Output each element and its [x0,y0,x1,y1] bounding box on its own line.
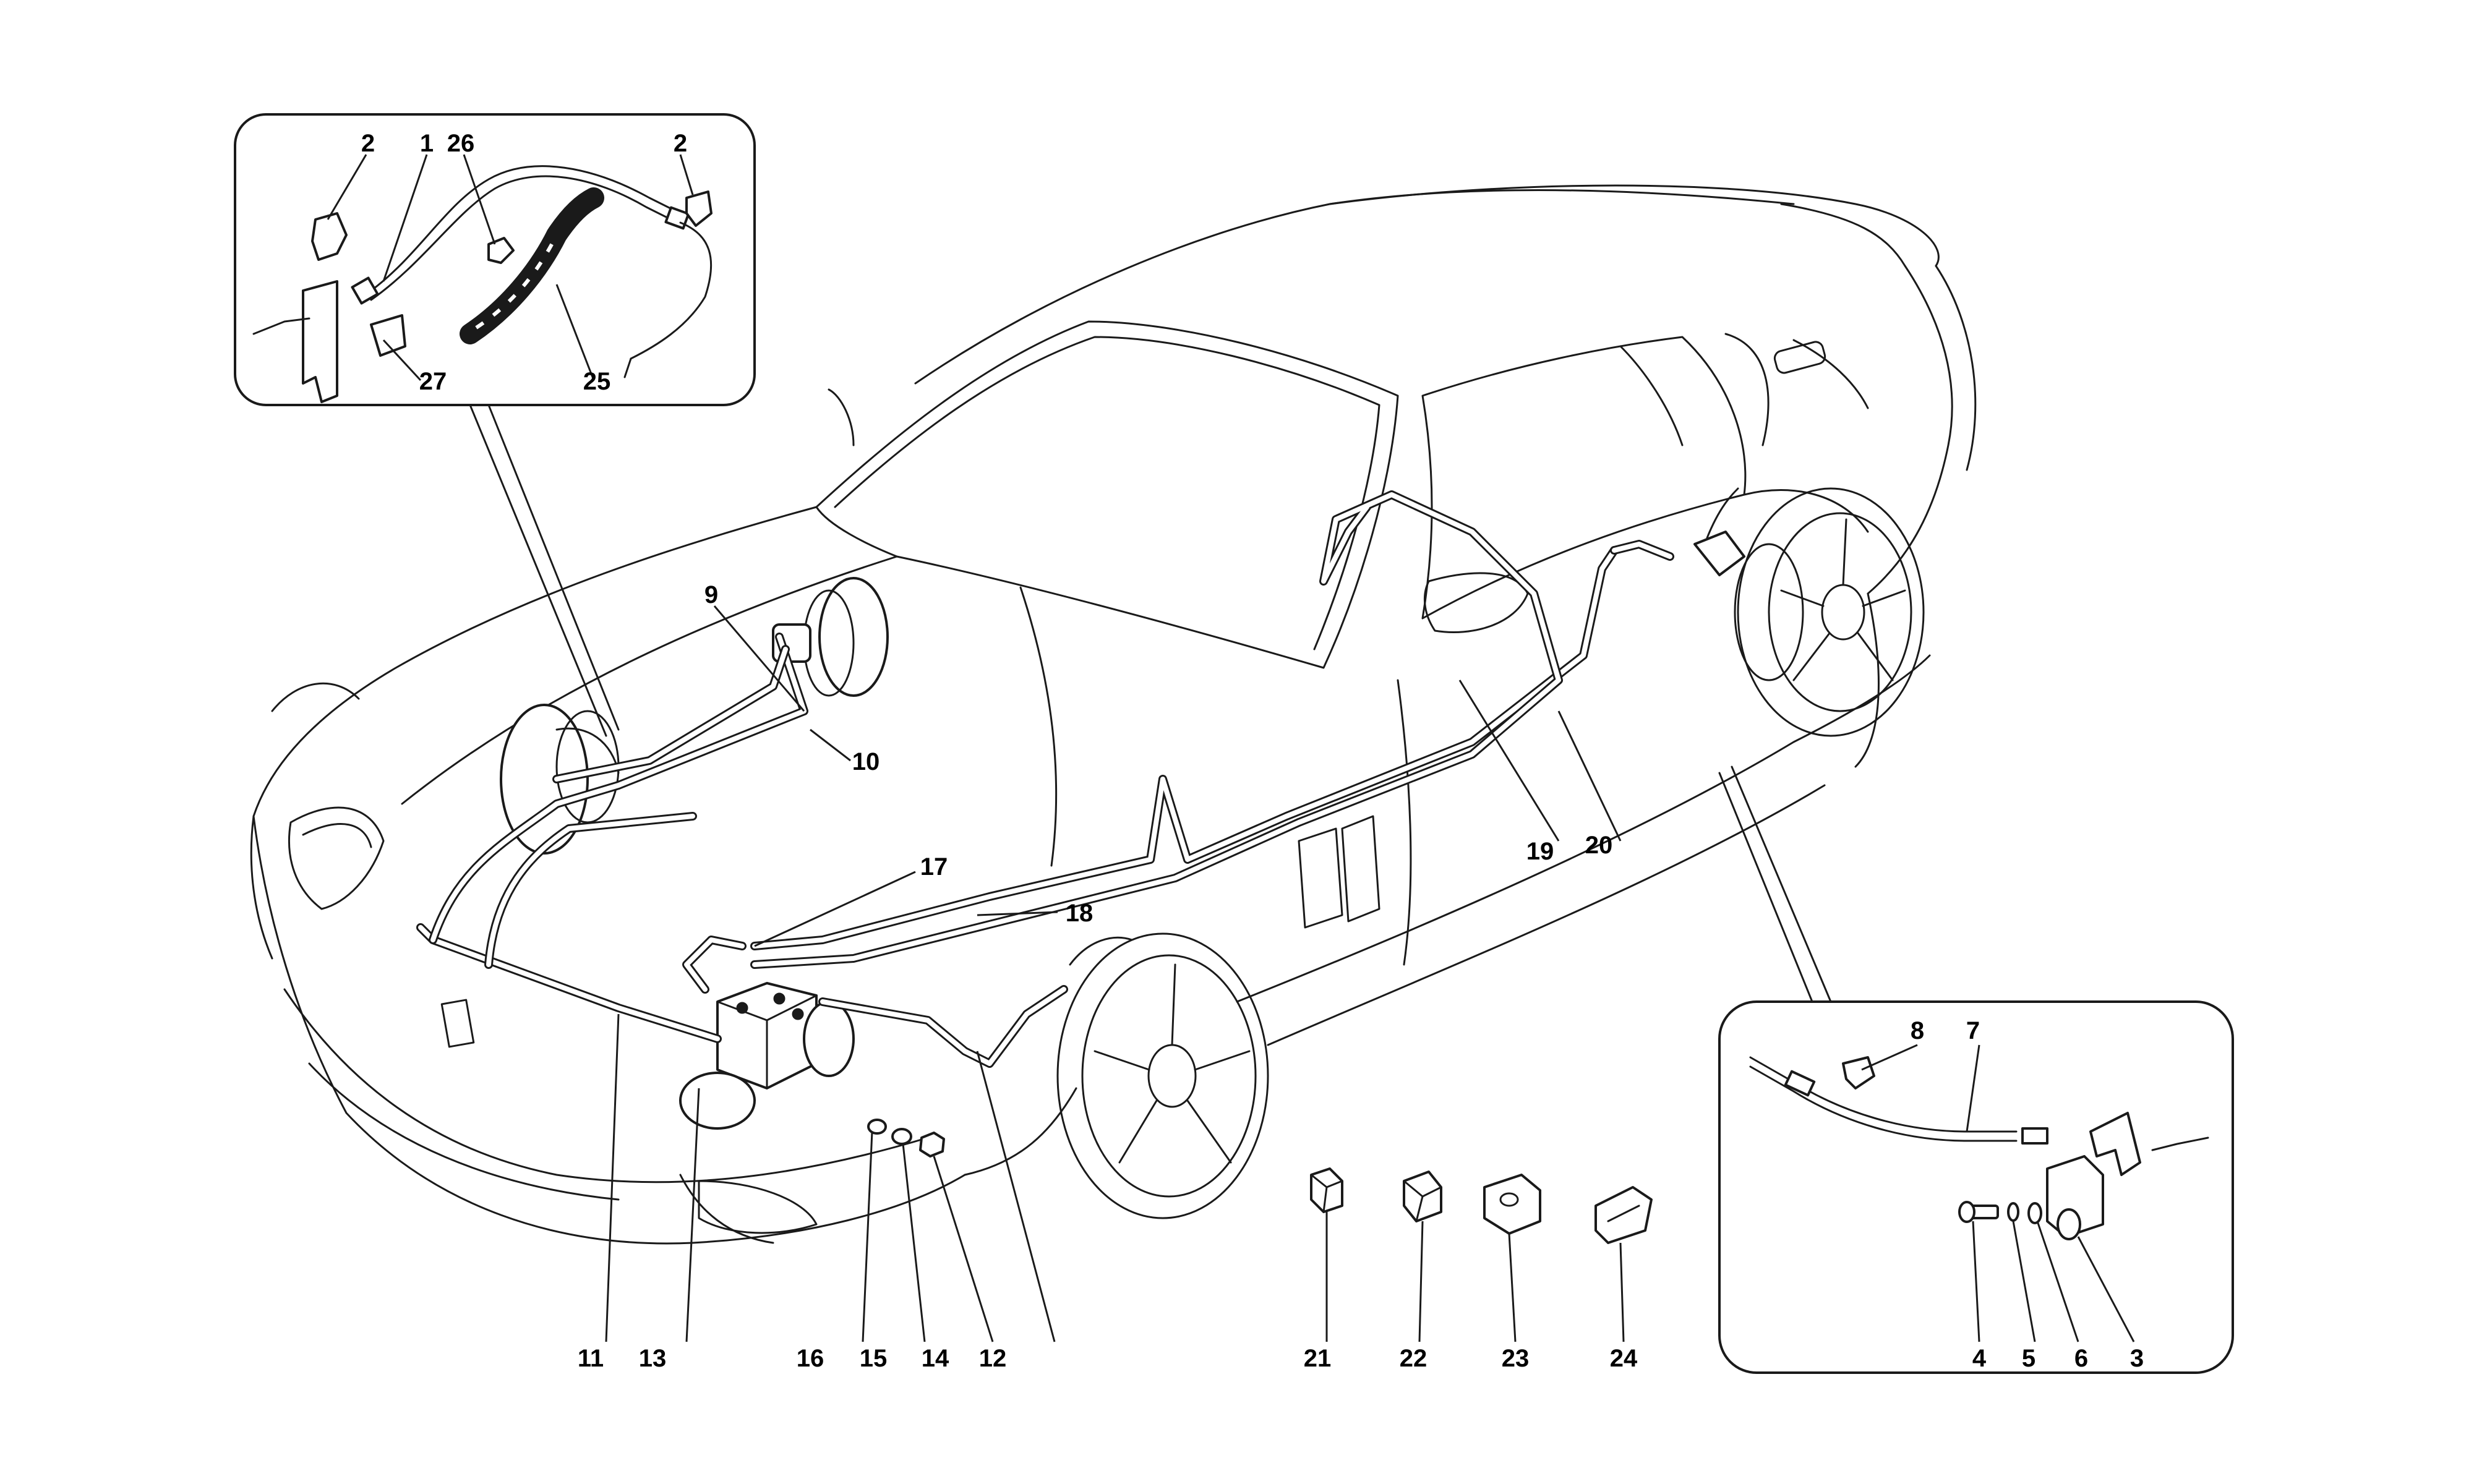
clip-23 [1483,1174,1541,1235]
clip-22 [1403,1171,1442,1222]
brake-pipe-network [416,490,1674,1068]
callout-15: 15 [860,1345,888,1372]
inset-rear-flexible-hose [1718,765,2234,1374]
front-wheel [1056,932,1269,1219]
callout-9: 9 [704,581,718,608]
callout-13: 13 [639,1345,667,1372]
callout-10: 10 [852,748,880,775]
callout-23: 23 [1502,1345,1530,1372]
callout-11: 11 [578,1345,604,1372]
clip-21 [1310,1167,1343,1213]
callout-26: 26 [447,130,475,157]
callout-12: 12 [979,1345,1007,1372]
leader-lines [327,154,2135,1342]
callout-1: 1 [420,130,434,157]
callout-4: 4 [1972,1345,1987,1372]
callout-5: 5 [2022,1345,2035,1372]
callout-7: 7 [1966,1017,1980,1044]
callout-19: 19 [1526,838,1554,865]
callout-27: 27 [419,368,447,395]
callout-17: 17 [920,853,948,881]
callout-2-left: 2 [361,130,375,157]
callout-24: 24 [1610,1345,1638,1372]
callout-18: 18 [1066,900,1094,927]
callout-labels: 2 1 26 2 27 25 9 10 17 18 19 20 11 13 16… [361,130,2144,1372]
clip-24 [1594,1186,1653,1244]
callout-20: 20 [1585,832,1613,859]
callout-14: 14 [922,1345,949,1372]
abs-fasteners [867,1119,945,1158]
callout-22: 22 [1400,1345,1427,1372]
callout-25: 25 [583,368,611,395]
rear-wheel [1734,487,1925,737]
inset-front-flexible-hose [234,113,756,737]
callout-21: 21 [1304,1345,1332,1372]
callout-2-right: 2 [674,130,687,157]
callout-3: 3 [2130,1345,2144,1372]
rear-brake-assembly [1693,487,1745,576]
callout-16: 16 [797,1345,824,1372]
callout-8: 8 [1911,1017,1924,1044]
callout-6: 6 [2074,1345,2088,1372]
car-body-outline [250,184,1977,1245]
